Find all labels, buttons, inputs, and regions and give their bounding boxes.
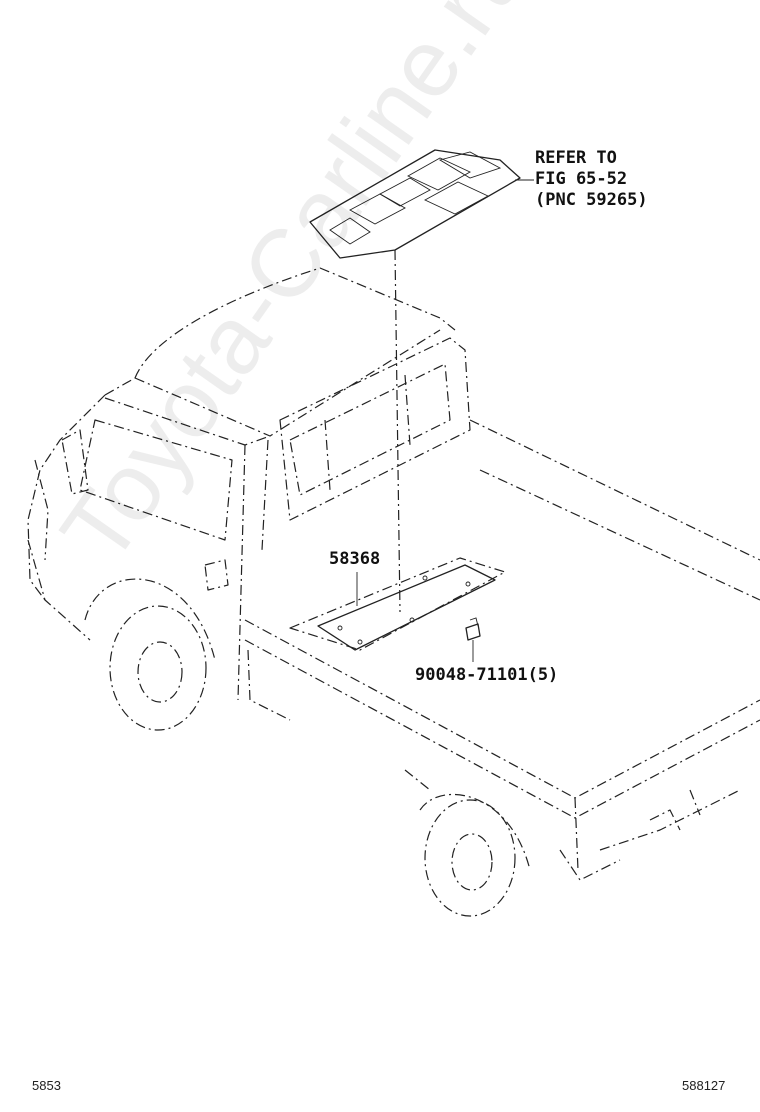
clip-90048 [465,617,481,662]
cab [27,267,471,731]
footer-left-code: 5853 [32,1078,61,1093]
callout-refer-line1: REFER TO [535,148,617,168]
callout-part-58368: 58368 [329,549,381,569]
cargo-bed [244,419,760,917]
roof-mat-panel [309,149,521,259]
callout-part-90048: 90048-71101(5) [415,665,559,685]
floor-mat-58368 [289,557,506,651]
leader-drop [394,249,401,613]
callout-refer-line2: FIG 65-52 [535,169,628,189]
footer-right-code: 588127 [682,1078,726,1093]
callout-refer-line3: (PNC 59265) [535,190,648,210]
